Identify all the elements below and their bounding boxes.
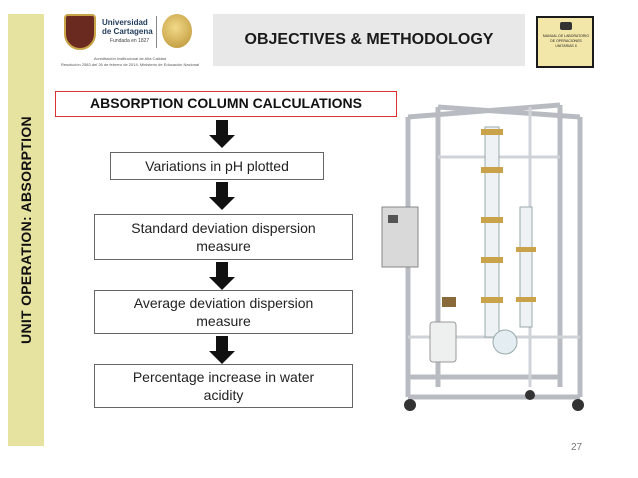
university-name-line2: de Cartagena — [102, 27, 153, 36]
page-number: 27 — [571, 442, 582, 453]
flow-step-1: Variations in pH plotted — [110, 152, 324, 180]
manual-cover-text: MANUAL DE LABORATORIO DE OPERACIONES UNI… — [542, 34, 590, 49]
flow-step-3: Average deviation dispersion measure — [94, 290, 353, 334]
sidebar-label: UNIT OPERATION: ABSORPTION — [18, 116, 34, 344]
flow-step-2-line2: measure — [196, 237, 250, 255]
flow-step-3-line1: Average deviation dispersion — [134, 294, 314, 312]
university-shield-icon — [64, 14, 96, 50]
flow-title: ABSORPTION COLUMN CALCULATIONS — [55, 91, 397, 117]
accreditation-line2: Resolución 2583 del 26 de febrero de 201… — [60, 62, 200, 68]
flow-step-2-line1: Standard deviation dispersion — [131, 219, 315, 237]
flow-step-4-line1: Percentage increase in water — [133, 368, 314, 386]
down-arrow-icon — [209, 336, 235, 364]
sidebar-band: UNIT OPERATION: ABSORPTION — [8, 14, 44, 446]
university-name-line1: Universidad — [102, 18, 153, 27]
manual-emblem-icon — [560, 22, 572, 30]
logo-divider — [156, 16, 157, 48]
flow-step-4: Percentage increase in water acidity — [94, 364, 353, 408]
down-arrow-icon — [209, 262, 235, 290]
university-logo: Universidad de Cartagena Fundada en 1827… — [60, 14, 210, 74]
header-title-bar: OBJECTIVES & METHODOLOGY — [213, 14, 525, 66]
flow-step-3-line2: measure — [196, 312, 250, 330]
absorption-column-equipment-image — [380, 97, 588, 427]
flow-step-4-line2: acidity — [204, 386, 244, 404]
down-arrow-icon — [209, 120, 235, 148]
page-title: OBJECTIVES & METHODOLOGY — [213, 31, 525, 49]
flow-step-1-label: Variations in pH plotted — [145, 157, 289, 175]
accreditation-seal-icon — [162, 14, 192, 48]
down-arrow-icon — [209, 182, 235, 210]
university-founded: Fundada en 1827 — [110, 38, 149, 44]
flow-step-2: Standard deviation dispersion measure — [94, 214, 353, 260]
manual-cover: MANUAL DE LABORATORIO DE OPERACIONES UNI… — [536, 16, 594, 68]
